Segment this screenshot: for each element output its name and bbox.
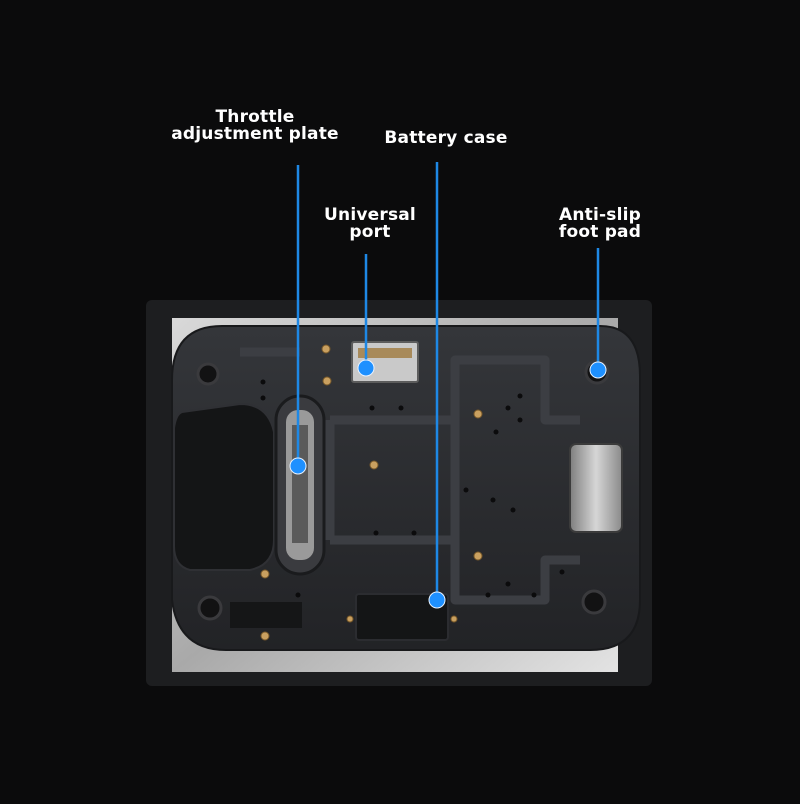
marker-antislip [589, 361, 607, 379]
callout-throttle-adjustment-plate: Throttle adjustment plate [171, 107, 339, 144]
leader-lines [296, 162, 600, 600]
throttle-cover [173, 402, 275, 571]
side-vent [569, 443, 623, 533]
port-contacts [358, 348, 412, 358]
marker-battery [428, 591, 446, 609]
rib-channels [240, 347, 580, 605]
battery-case-lid [355, 593, 449, 641]
marker-universal [357, 359, 375, 377]
callout-anti-slip-foot-pad: Anti-slip foot pad [558, 205, 642, 242]
brass-screw-icon [260, 344, 483, 641]
blue-dot-marker [289, 359, 607, 609]
label-sticker [230, 602, 302, 628]
mounting-holes [260, 379, 565, 598]
marker-throttle [289, 457, 307, 475]
throttle-plate-grip [292, 425, 308, 543]
callout-battery-case: Battery case [384, 128, 508, 148]
callout-universal-port: Universal port [324, 205, 416, 242]
